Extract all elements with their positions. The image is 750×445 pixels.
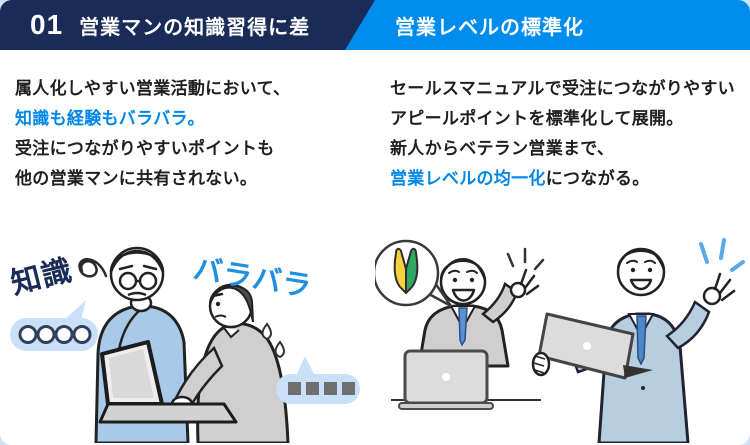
left-description: 属人化しやすい営業活動において、 知識も経験もバラバラ。 受注につながりやすいポ… <box>15 74 375 194</box>
dark-hair-icon <box>209 284 254 323</box>
text-segment: 新人からベテラン営業まで、 <box>390 139 615 158</box>
laptop-icon <box>98 340 238 424</box>
collar-icon <box>223 327 240 339</box>
text-line: 知識も経験もバラバラ。 <box>15 104 375 134</box>
text-segment: アピールポイントを標準化して展開。 <box>390 109 684 128</box>
glasses-icon <box>138 271 158 291</box>
right-illustration <box>375 238 745 443</box>
beginner-mark-bubble-icon <box>375 239 453 308</box>
text-segment: 受注につながりやすいポイントも <box>15 139 275 158</box>
speech-bubble-circles-icon <box>10 300 98 351</box>
text-segment: につながる。 <box>545 169 650 188</box>
confusion-scribble-icon <box>78 258 108 278</box>
scattered-label: バラバラ <box>191 253 314 303</box>
header-band: 01 営業マンの知識習得に差 営業レベルの標準化 <box>0 0 750 50</box>
gray-hair-icon <box>617 247 665 271</box>
accent-text-segment: 知識も経験もバラバラ。 <box>15 109 205 128</box>
text-line: 他の営業マンに共有されない。 <box>15 164 375 194</box>
sparkles-icon <box>506 247 545 271</box>
sparkles-icon <box>699 238 745 272</box>
text-segment: 他の営業マンに共有されない。 <box>15 169 258 188</box>
section-number: 01 <box>30 9 64 40</box>
tie-icon <box>458 307 468 347</box>
laptop-icon <box>398 349 494 410</box>
text-line: セールスマニュアルで受注につながりやすい <box>390 74 750 104</box>
speech-bubble-squares-icon <box>276 356 360 404</box>
smiling-man-at-laptop <box>375 239 545 410</box>
gray-hair-icon <box>109 249 165 273</box>
text-line: 新人からベテラン営業まで、 <box>390 134 750 164</box>
ok-hand-icon <box>509 268 540 299</box>
left-illustration: 知識 バラバラ <box>8 246 360 443</box>
text-line: アピールポイントを標準化して展開。 <box>390 104 750 134</box>
accent-text-segment: 営業レベルの均一化 <box>390 169 546 188</box>
right-description: セールスマニュアルで受注につながりやすい アピールポイントを標準化して展開。 新… <box>390 74 750 194</box>
tie-icon <box>636 315 647 366</box>
dark-hair-icon <box>440 257 486 281</box>
ok-hand-icon <box>702 272 736 306</box>
right-header-title: 営業レベルの標準化 <box>395 16 584 39</box>
knowledge-label: 知識 <box>8 254 76 301</box>
left-header-ribbon: 01 営業マンの知識習得に差 <box>0 0 375 50</box>
text-segment: セールスマニュアルで受注につながりやすい <box>390 79 735 98</box>
laptop-icon <box>531 312 653 380</box>
text-line: 受注につながりやすいポイントも <box>15 134 375 164</box>
beginner-mark-green-half <box>405 247 419 294</box>
text-line: 営業レベルの均一化につながる。 <box>390 164 750 194</box>
senior-man-holding-laptop <box>531 238 745 443</box>
glasses-icon <box>118 271 138 291</box>
left-header-title: 営業マンの知識習得に差 <box>79 16 311 39</box>
text-segment: 属人化しやすい営業活動において、 <box>15 79 291 98</box>
sweat-drops-icon <box>261 322 285 359</box>
text-line: 属人化しやすい営業活動において、 <box>15 74 375 104</box>
